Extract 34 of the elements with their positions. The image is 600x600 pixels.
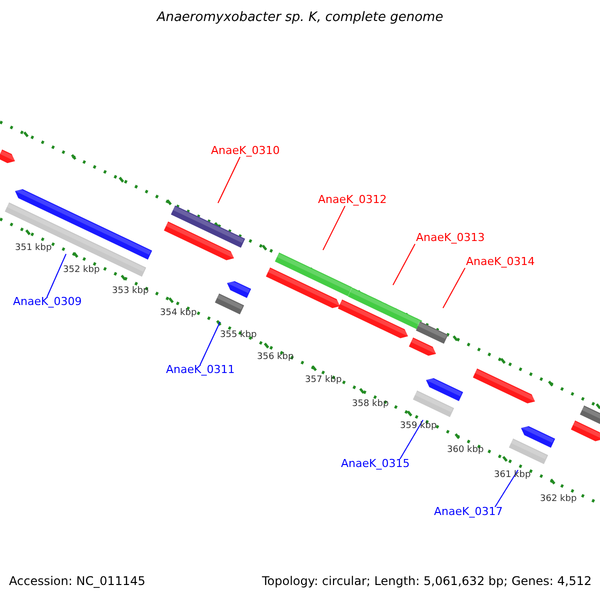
position-label: 357 kbp <box>305 376 342 385</box>
gene-label: AnaeK_0312 <box>318 194 387 205</box>
title: Anaeromyxobacter sp. K, complete genome <box>155 11 444 24</box>
gene-label: AnaeK_0310 <box>211 145 280 156</box>
position-label: 359 kbp <box>400 422 437 431</box>
gene-label: AnaeK_0317 <box>434 506 503 517</box>
gene-bar <box>170 206 246 248</box>
gene-label: AnaeK_0313 <box>416 232 485 243</box>
leader-line <box>400 420 424 460</box>
gene-bar <box>508 438 548 464</box>
leader-line <box>46 254 66 298</box>
gene-bar <box>412 390 454 418</box>
position-label: 362 kbp <box>540 495 577 504</box>
gene-label: AnaeK_0314 <box>466 256 535 267</box>
position-label: 351 kbp <box>15 244 52 253</box>
position-label: 360 kbp <box>447 446 484 455</box>
gene-label: AnaeK_0311 <box>166 364 235 375</box>
gene-label: AnaeK_0309 <box>13 296 82 307</box>
position-label: 354 kbp <box>160 309 197 318</box>
leader-line <box>442 268 466 308</box>
position-label: 356 kbp <box>257 353 294 362</box>
leader-line <box>494 470 518 508</box>
leader-line <box>200 322 220 366</box>
gene-bar <box>416 322 448 344</box>
leader-line <box>322 206 346 250</box>
leader-line <box>392 244 416 286</box>
leader-line <box>218 156 240 204</box>
position-label: 352 kbp <box>63 266 100 275</box>
footer-text: Topology: circular; Length: 5,061,632 bp; Genes: 4,512 <box>262 575 592 587</box>
gene-bar <box>274 252 352 296</box>
footer-text: Accession: NC_011145 <box>9 575 146 587</box>
gene-bar <box>214 294 244 314</box>
gene-bar <box>348 288 422 330</box>
gene-label: AnaeK_0315 <box>341 458 410 469</box>
